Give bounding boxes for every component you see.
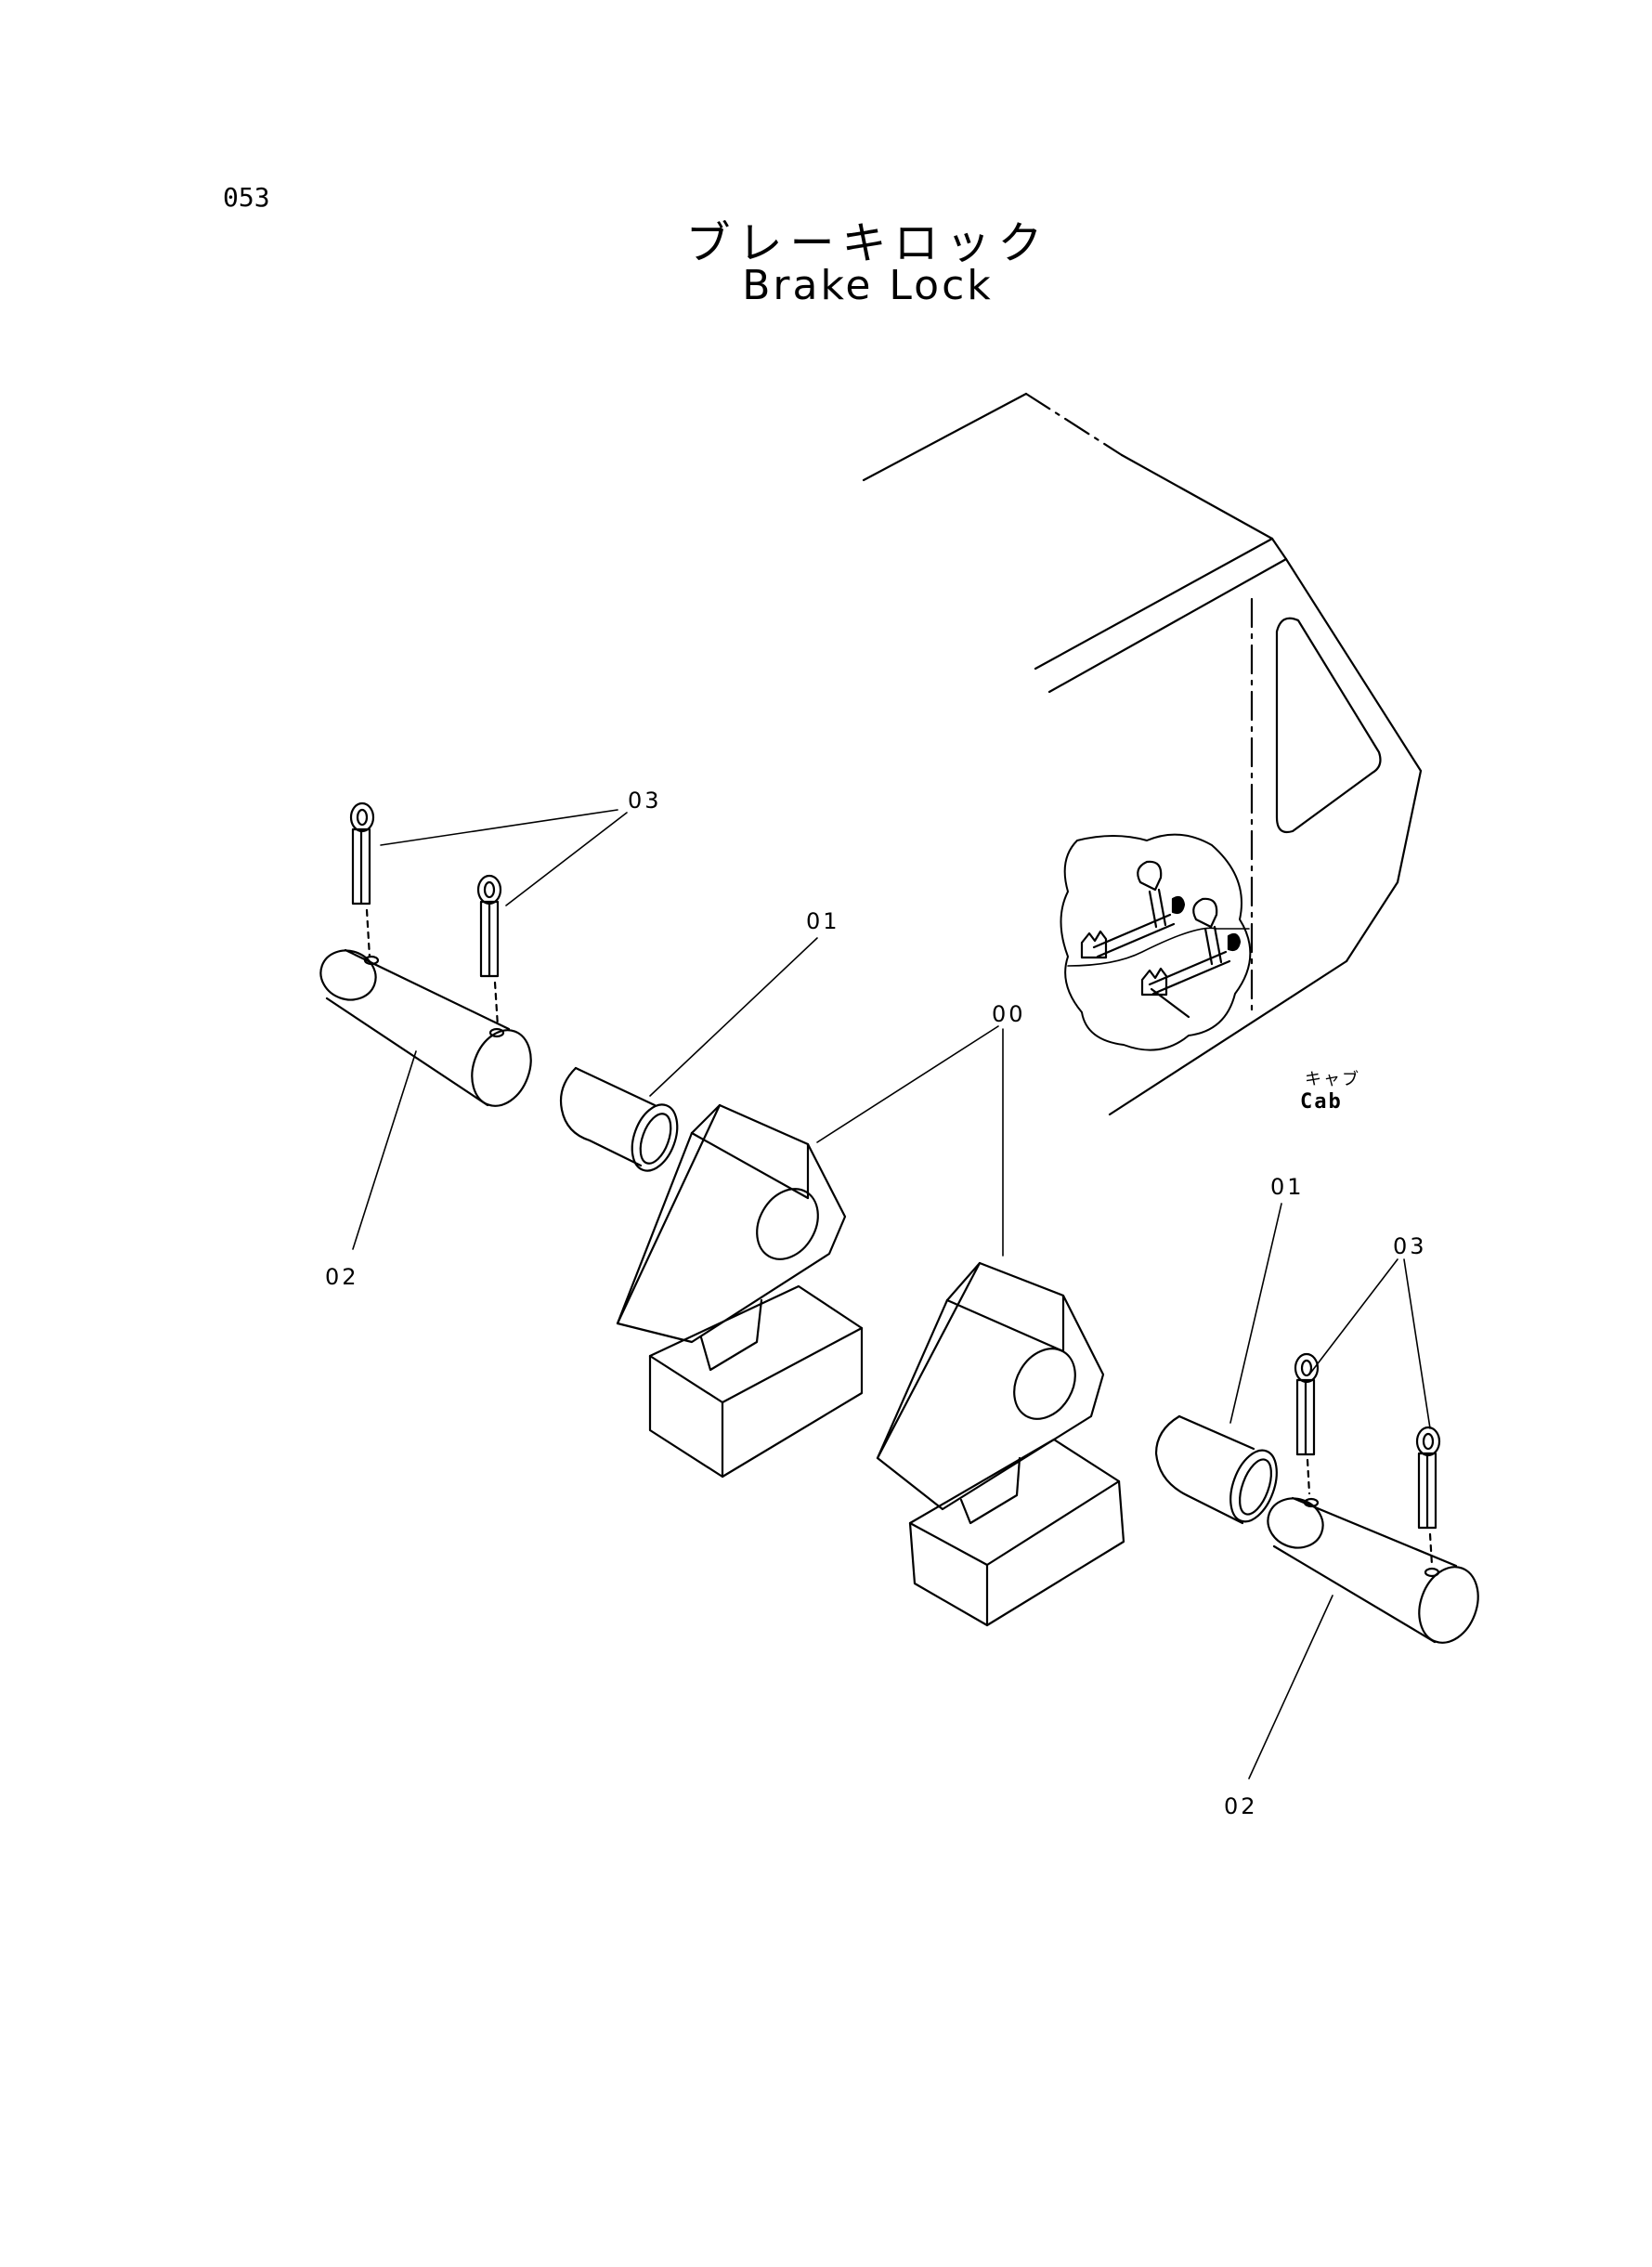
callout-03-left: 03 xyxy=(628,788,662,814)
leader-lines xyxy=(352,809,1431,1779)
title-japanese: ブレーキロック xyxy=(685,217,1050,269)
title-english: Brake Lock xyxy=(742,262,994,309)
bushing-upper xyxy=(559,1066,679,1172)
page-number: 053 xyxy=(223,182,270,213)
callout-02-left: 02 xyxy=(325,1264,359,1290)
lever-detail-upper xyxy=(1080,860,1186,959)
lever-detail-bubble xyxy=(1060,833,1252,1051)
callout-01-upper: 01 xyxy=(806,908,840,934)
cotter-pin-right-a xyxy=(1294,1352,1320,1495)
callout-00: 00 xyxy=(992,1001,1026,1027)
bracket-upper xyxy=(616,1103,864,1479)
bracket-lower xyxy=(876,1261,1125,1627)
cotter-pin-left-b xyxy=(476,874,502,1028)
callout-03-right: 03 xyxy=(1393,1233,1427,1259)
pin-left xyxy=(319,948,532,1107)
cab-label-japanese: キャブ xyxy=(1305,1069,1360,1089)
callout-02-right: 02 xyxy=(1224,1793,1258,1819)
cab-outline xyxy=(862,392,1423,1116)
cotter-pin-right-b xyxy=(1415,1426,1441,1567)
cab-label-english: Cab xyxy=(1300,1090,1343,1114)
callout-01-right: 01 xyxy=(1270,1174,1305,1200)
cotter-pin-left-a xyxy=(349,801,375,958)
pin-right xyxy=(1267,1496,1479,1644)
lever-detail-lower xyxy=(1140,897,1242,1019)
bushing-right xyxy=(1154,1414,1278,1525)
